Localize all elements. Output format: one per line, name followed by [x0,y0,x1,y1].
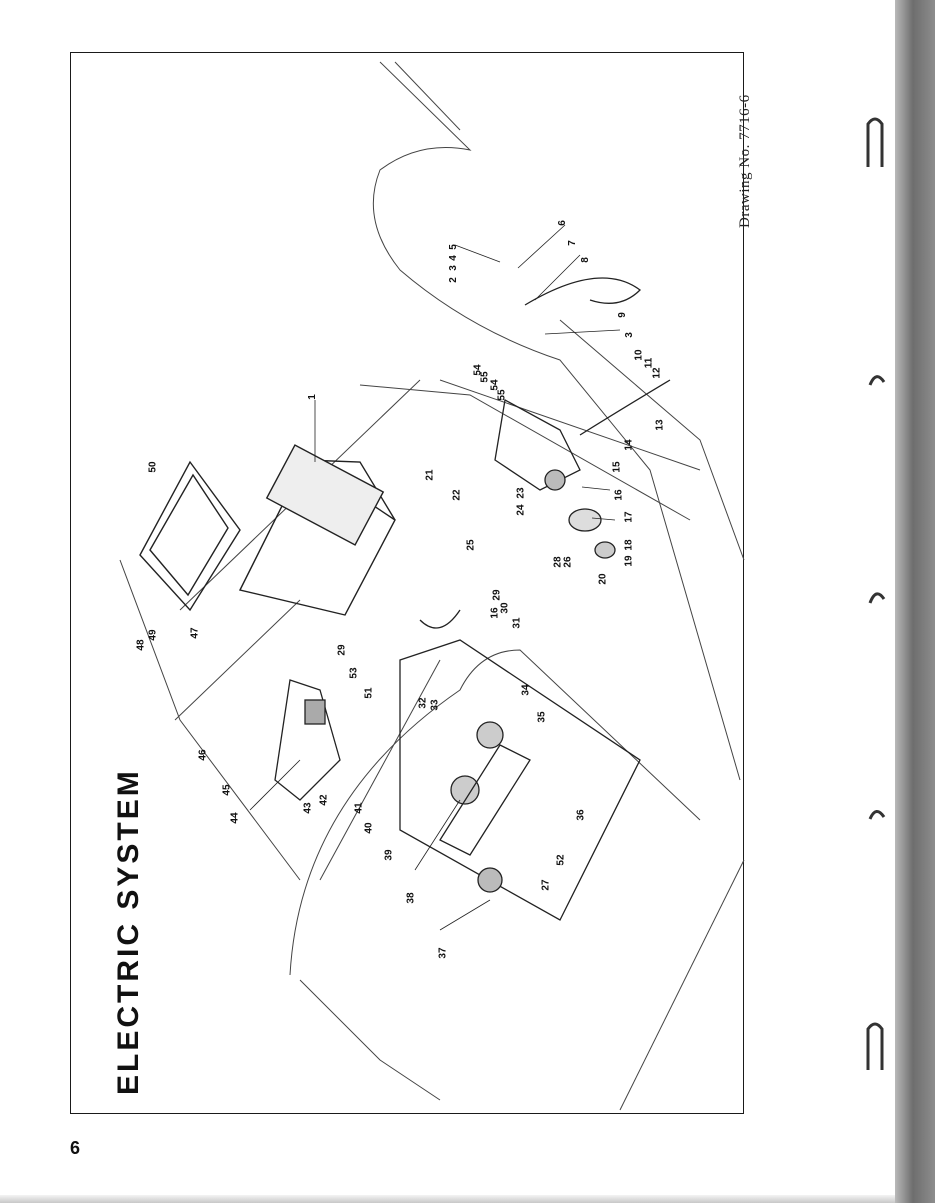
instrument-panel-icon [399,639,641,921]
callout-label: 9 [616,312,628,318]
binder-ring-icon [866,117,884,167]
callout-label: 35 [536,711,548,723]
callout-label: 49 [147,629,159,641]
callout-label: 7 [566,240,578,246]
callout-label: 25 [465,539,477,551]
callout-label: 23 [515,487,527,499]
callout-label: 24 [515,504,527,516]
binder-ring-icon [866,1022,884,1070]
callout-label: 40 [363,822,375,834]
starter-motor-icon [494,398,616,559]
callout-label: 55 [479,371,491,383]
callout-label: 8 [579,257,591,263]
callout-label: 45 [221,784,233,796]
callout-label: 18 [623,539,635,551]
leader-lines [249,224,621,931]
callout-label: 33 [429,699,441,711]
binder-ring-icon [868,375,886,386]
callout-label: 20 [597,573,609,585]
callout-label: 29 [491,589,503,601]
callout-label: 31 [511,617,523,629]
callout-label: 22 [451,489,463,501]
callout-label: 55 [496,389,508,401]
page-bottom-edge [0,1195,895,1203]
battery-box-icon [238,444,396,616]
callout-label: 34 [520,684,532,696]
switch-panel-icon [274,679,341,801]
drawing-number: Drawing No. 7716-6 [737,94,753,228]
callout-label: 12 [651,367,663,379]
callout-label: 3 [447,265,459,271]
callout-label: 27 [540,879,552,891]
callout-label: 14 [623,439,635,451]
callout-label: 30 [499,602,511,614]
callout-label: 51 [363,687,375,699]
battery-cable-icon [419,277,671,629]
battery-hold-down-icon [139,460,241,612]
callout-label: 17 [623,511,635,523]
callout-label: 6 [556,220,568,226]
callout-label: 1 [306,394,318,400]
callout-label: 48 [135,639,147,651]
hull-outline [372,61,741,781]
callout-label: 26 [562,556,574,568]
diagram-frame [70,52,744,1114]
callout-label: 32 [417,697,429,709]
callout-label: 3 [623,332,635,338]
callout-label: 38 [405,892,417,904]
callout-label: 19 [623,555,635,567]
callout-label: 47 [189,627,201,639]
callout-label: 46 [197,749,209,761]
binder-ring-icon [868,810,886,820]
callout-label: 37 [437,947,449,959]
callout-label: 44 [229,812,241,824]
section-title: ELECTRIC SYSTEM [112,768,145,1095]
binder-ring-icon [868,592,886,604]
page-number: 6 [70,1138,81,1158]
callout-label: 16 [613,489,625,501]
callout-label: 21 [424,469,436,481]
callout-label: 41 [353,802,365,814]
callout-label: 52 [555,854,567,866]
callout-label: 53 [348,667,360,679]
callout-label: 42 [318,794,330,806]
callout-label: 15 [611,461,623,473]
callout-label: 29 [336,644,348,656]
callout-label: 2 [447,277,459,283]
callout-label: 28 [552,556,564,568]
callout-label: 13 [654,419,666,431]
callout-label: 39 [383,849,395,861]
callout-label: 5 [447,244,459,250]
callout-label: 36 [575,809,587,821]
callout-label: 4 [447,255,459,261]
binder-strip [895,0,935,1203]
callout-label: 43 [302,802,314,814]
hull-outline [394,61,461,131]
callout-label: 50 [147,461,159,473]
